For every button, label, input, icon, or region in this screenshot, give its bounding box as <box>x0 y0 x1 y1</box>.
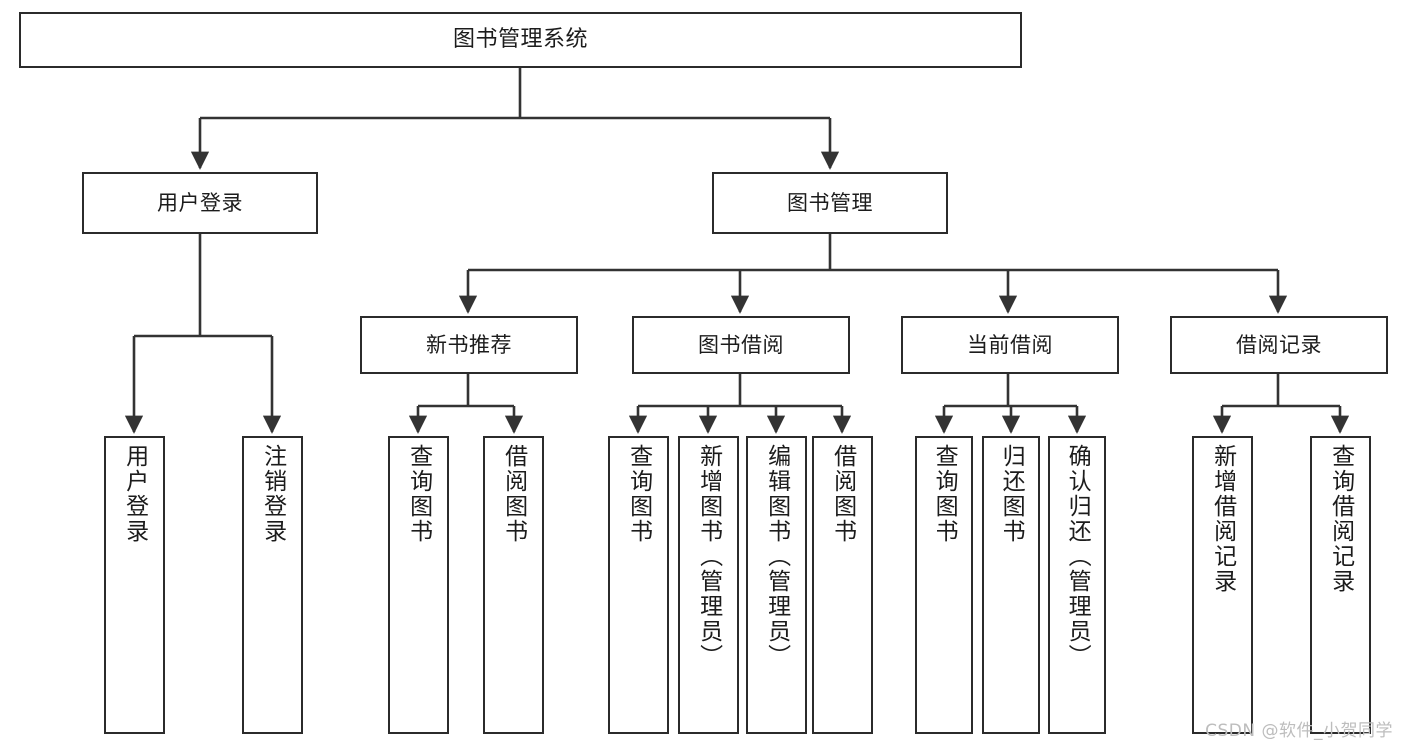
node-book-borrow-label: 图书借阅 <box>698 332 784 357</box>
leaf-return-book-label: 归还图书 <box>998 444 1025 544</box>
node-root[interactable]: 图书管理系统 <box>19 12 1022 68</box>
node-current-borrow[interactable]: 当前借阅 <box>901 316 1119 374</box>
node-book-borrow[interactable]: 图书借阅 <box>632 316 850 374</box>
leaf-user-login-label: 用户登录 <box>121 444 148 544</box>
leaf-user-login[interactable]: 用户登录 <box>104 436 165 734</box>
leaf-query-borrow-record[interactable]: 查询借阅记录 <box>1310 436 1371 734</box>
leaf-add-book-admin[interactable]: 新增图书（管理员） <box>678 436 739 734</box>
leaf-query-book-current[interactable]: 查询图书 <box>915 436 973 734</box>
leaf-return-book[interactable]: 归还图书 <box>982 436 1040 734</box>
leaf-edit-book-admin-label: 编辑图书（管理员） <box>763 444 790 669</box>
node-user-login[interactable]: 用户登录 <box>82 172 318 234</box>
leaf-query-book-borrow[interactable]: 查询图书 <box>608 436 669 734</box>
leaf-confirm-return-admin-label: 确认归还（管理员） <box>1064 444 1091 669</box>
leaf-query-book-current-label: 查询图书 <box>931 444 958 544</box>
leaf-query-book-borrow-label: 查询图书 <box>625 444 652 544</box>
leaf-borrow-book[interactable]: 借阅图书 <box>812 436 873 734</box>
leaf-borrow-book-recommend-label: 借阅图书 <box>500 444 527 544</box>
leaf-add-book-admin-label: 新增图书（管理员） <box>695 444 722 669</box>
leaf-add-borrow-record-label: 新增借阅记录 <box>1209 444 1236 594</box>
leaf-user-logout-label: 注销登录 <box>259 444 286 544</box>
leaf-query-book-recommend-label: 查询图书 <box>405 444 432 544</box>
node-root-label: 图书管理系统 <box>452 27 588 53</box>
node-book-management-label: 图书管理 <box>787 190 873 215</box>
leaf-confirm-return-admin[interactable]: 确认归还（管理员） <box>1048 436 1106 734</box>
csdn-watermark: CSDN @软件_小贺同学 <box>1205 721 1393 741</box>
node-borrow-record-label: 借阅记录 <box>1236 332 1322 357</box>
node-new-book-recommend[interactable]: 新书推荐 <box>360 316 578 374</box>
leaf-add-borrow-record[interactable]: 新增借阅记录 <box>1192 436 1253 734</box>
leaf-query-borrow-record-label: 查询借阅记录 <box>1327 444 1354 594</box>
leaf-query-book-recommend[interactable]: 查询图书 <box>388 436 449 734</box>
node-current-borrow-label: 当前借阅 <box>967 332 1053 357</box>
node-book-management[interactable]: 图书管理 <box>712 172 948 234</box>
node-borrow-record[interactable]: 借阅记录 <box>1170 316 1388 374</box>
leaf-borrow-book-recommend[interactable]: 借阅图书 <box>483 436 544 734</box>
leaf-borrow-book-label: 借阅图书 <box>829 444 856 544</box>
node-new-book-recommend-label: 新书推荐 <box>426 332 512 357</box>
leaf-edit-book-admin[interactable]: 编辑图书（管理员） <box>746 436 807 734</box>
node-user-login-label: 用户登录 <box>157 190 243 215</box>
leaf-user-logout[interactable]: 注销登录 <box>242 436 303 734</box>
